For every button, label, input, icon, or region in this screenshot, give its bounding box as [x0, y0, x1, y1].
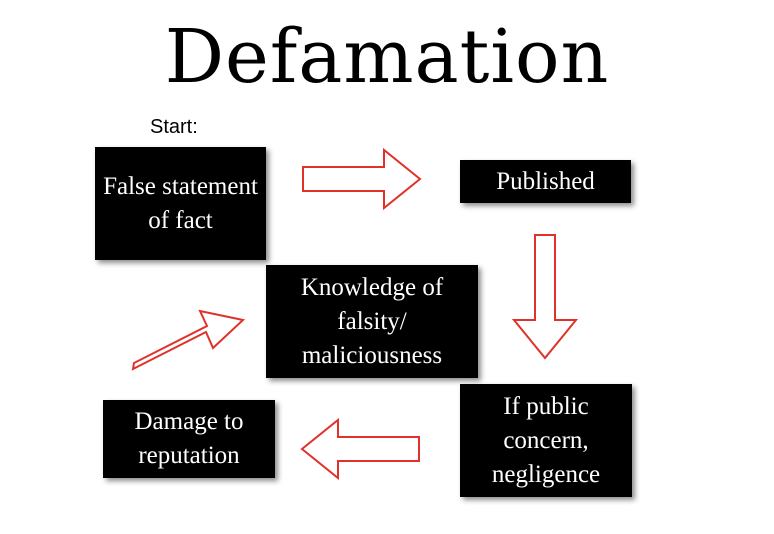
arrow-down	[511, 234, 579, 360]
diagram-title: Defamation	[164, 14, 610, 100]
node-false-statement: False statement of fact	[95, 147, 266, 260]
start-label: Start:	[150, 116, 198, 138]
node-published: Published	[460, 160, 631, 203]
node-public-concern: If public concern, negligence	[460, 384, 632, 497]
arrow-left	[300, 417, 420, 481]
arrow-right	[302, 147, 422, 211]
arrow-diagonal	[131, 309, 246, 371]
node-damage: Damage to reputation	[103, 400, 275, 478]
node-knowledge: Knowledge of falsity/ maliciousness	[266, 265, 478, 378]
